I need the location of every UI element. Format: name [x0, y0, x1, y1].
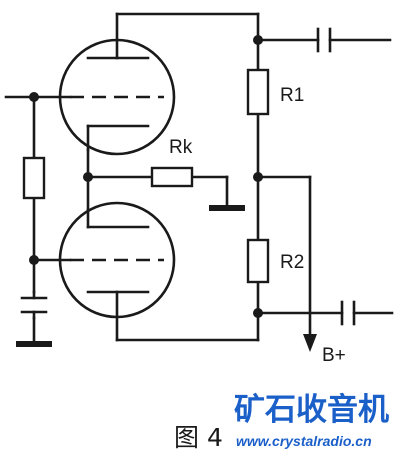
upper-tube-icon — [58, 38, 176, 156]
r1-resistor-icon — [246, 68, 270, 116]
rk-resistor-icon — [150, 166, 194, 188]
figure-caption: 图 4 — [174, 423, 223, 452]
rk-ground-icon — [209, 205, 245, 211]
grid-resistor-icon — [22, 156, 46, 200]
junction-dots — [29, 35, 263, 318]
watermark-url: www.crystalradio.cn — [236, 433, 372, 449]
wiring — [4, 12, 394, 344]
r1-label: R1 — [280, 85, 304, 106]
supply-label: B+ — [322, 345, 346, 366]
bottom-coupling-capacitor-icon — [340, 300, 356, 326]
r2-label: R2 — [280, 252, 304, 273]
rk-label: Rk — [169, 137, 193, 158]
arrow-down-icon — [303, 334, 317, 352]
grid-bypass-capacitor-icon — [20, 290, 48, 320]
r2-resistor-icon — [246, 238, 270, 284]
grid-ground-icon — [16, 341, 52, 347]
top-coupling-capacitor-icon — [316, 27, 332, 53]
watermark-title: 矿石收音机 — [234, 392, 389, 428]
